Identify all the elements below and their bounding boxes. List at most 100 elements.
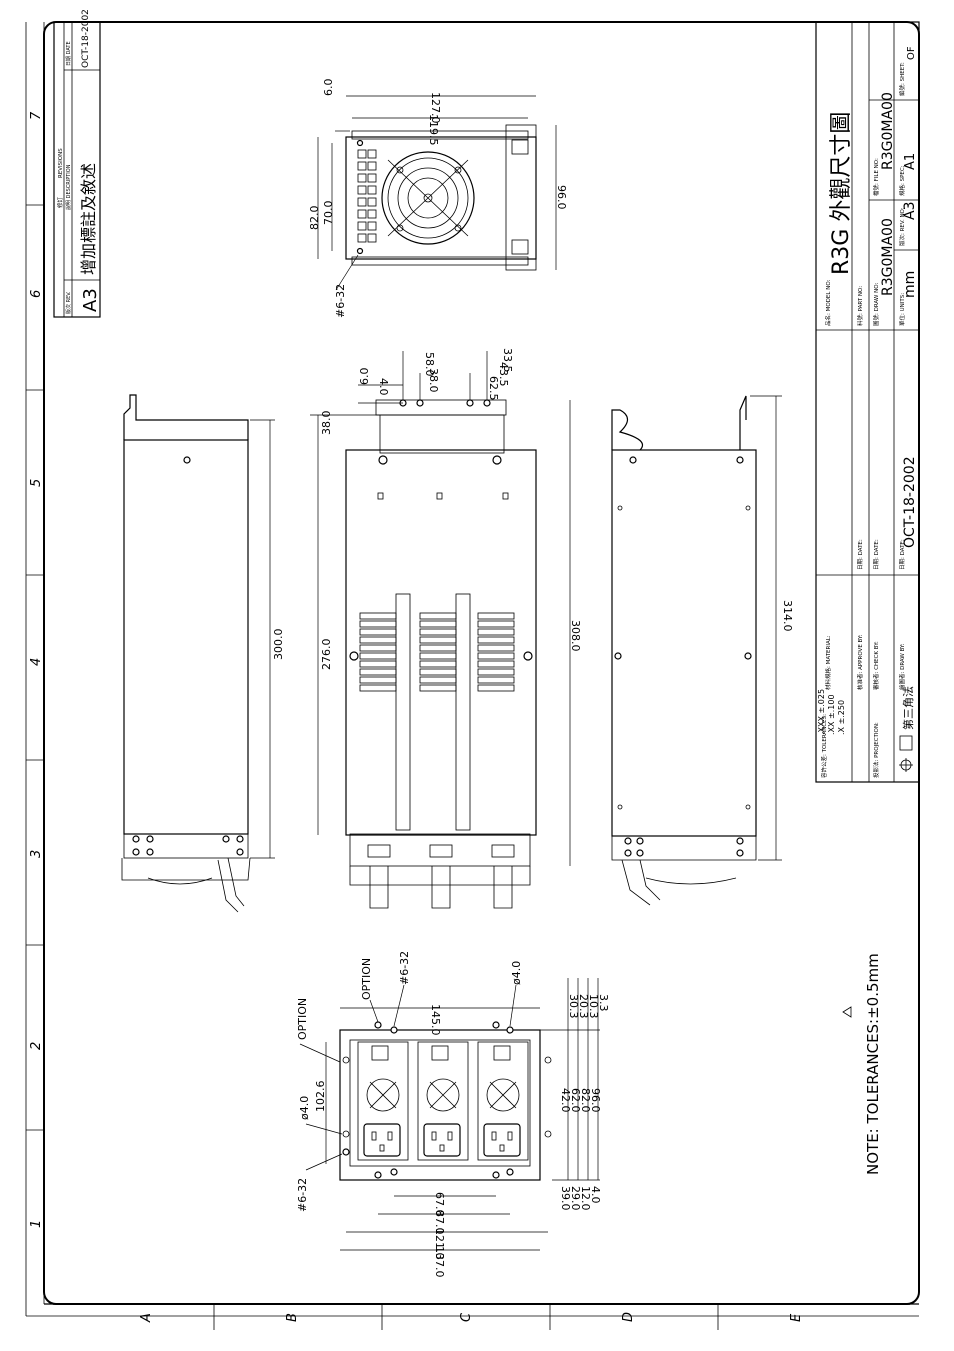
sheet-frame bbox=[43, 21, 920, 1305]
title-spec-value: A1 bbox=[903, 153, 918, 170]
front-connector-view: OPTION OPTION #6-32 ø4.0 ø4.0 #6-32 145.… bbox=[296, 951, 610, 1278]
top-dim-62-5: 62.5 bbox=[487, 376, 500, 401]
front-option-2: OPTION bbox=[360, 958, 373, 1000]
top-dim-4: 4.0 bbox=[377, 378, 390, 396]
side-right-dim-314: 314.0 bbox=[781, 600, 794, 632]
fan-end-view: 127.0 119.5 6.0 82.0 70.0 96.0 #6-32 bbox=[308, 79, 568, 319]
title-check-label: 審核者: CHECK BY: bbox=[872, 641, 880, 690]
fan-dim-82: 82.0 bbox=[308, 206, 321, 231]
title-file-label: 檔號: FILE NO: bbox=[872, 158, 880, 196]
title-tol-x: .X ±.250 bbox=[837, 700, 846, 735]
title-date1-label: 日期: DATE: bbox=[857, 539, 864, 570]
title-drawby-label: 繪圖者: DRAW BY: bbox=[898, 643, 906, 690]
top-dim-58: 58.0 bbox=[423, 352, 436, 377]
fan-screw-callout: #6-32 bbox=[334, 284, 347, 318]
title-units-label: 單位: UNITS: bbox=[898, 293, 906, 326]
front-dim-30-3: 30.3 bbox=[567, 994, 580, 1019]
zone-number-1: 1 bbox=[29, 1220, 44, 1228]
revisions-rev-label: 版次 REV. bbox=[65, 291, 72, 314]
front-dim-102-6: 102.6 bbox=[314, 1081, 327, 1113]
title-units-value: mm bbox=[902, 271, 918, 298]
front-dim-29: 29.0 bbox=[569, 1186, 582, 1211]
fan-vent-grid bbox=[357, 149, 377, 243]
title-rev-value: A3 bbox=[902, 202, 918, 220]
front-dim-62: 62.0 bbox=[569, 1088, 582, 1113]
top-dim-38a: 38.0 bbox=[427, 368, 440, 393]
revisions-modify-label: 修訂 bbox=[56, 196, 64, 208]
fan-dim-70: 70.0 bbox=[322, 201, 335, 226]
title-tol-xxx: .XXX ±.025 bbox=[817, 689, 826, 735]
zone-letter-b: B bbox=[285, 1313, 300, 1322]
revisions-date: OCT-18-2002 bbox=[81, 9, 91, 68]
top-dim-6: 6.0 bbox=[358, 368, 371, 386]
title-approve-label: 核准者: APPROVE BY: bbox=[856, 634, 864, 690]
front-screw-callout-2: #6-32 bbox=[296, 1178, 309, 1212]
title-material-label: 材料規格: MATERIAL: bbox=[824, 635, 832, 690]
zone-letter-ticks bbox=[213, 1304, 719, 1330]
fan-dim-127: 127.0 bbox=[429, 92, 442, 124]
fan-dim-119-5: 119.5 bbox=[427, 114, 440, 146]
zone-number-2: 2 bbox=[29, 1042, 44, 1050]
vent-slots-1 bbox=[359, 612, 397, 692]
revisions-rev-value: A3 bbox=[80, 288, 101, 312]
front-dim-42: 42.0 bbox=[559, 1088, 572, 1113]
revisions-desc-label: 說明 DESCRIPTION bbox=[65, 164, 72, 210]
tolerance-note: NOTE: TOLERANCES:±0.5mm bbox=[864, 953, 882, 1175]
title-tol-xx: .XX ±.100 bbox=[827, 694, 836, 735]
front-dim-39: 39.0 bbox=[559, 1186, 572, 1211]
revisions-description: 增加標註及敘述 bbox=[79, 163, 98, 275]
fan-dim-6: 6.0 bbox=[322, 79, 335, 97]
front-dim-12: 12.0 bbox=[579, 1186, 592, 1211]
front-hole-callout-2: ø4.0 bbox=[298, 1096, 311, 1120]
title-date-label: 日期: DATE: bbox=[899, 539, 906, 570]
title-spec-label: 規格: SPEC: bbox=[898, 165, 906, 196]
title-block: 品名: MODEL NO: R3G 外觀尺寸圖 料號: PART NO: 圖號:… bbox=[815, 21, 920, 783]
zone-letter-d: D bbox=[621, 1312, 636, 1322]
front-dim-20-3: 20.3 bbox=[577, 994, 590, 1019]
front-dim-145: 145.0 bbox=[429, 1004, 442, 1036]
title-projection-label: 投影法: PROJECTION: bbox=[872, 722, 880, 778]
title-tolerance-label: 容許公差: TOLERANCES: bbox=[820, 714, 828, 778]
top-dim-43-5: 43.5 bbox=[497, 362, 510, 387]
title-part-label: 料號: PART NO: bbox=[856, 286, 864, 326]
front-screw-callout-1: #6-32 bbox=[398, 951, 411, 985]
side-left-dim-300: 300.0 bbox=[272, 629, 285, 661]
title-projection-value: 第三角法 bbox=[901, 686, 915, 730]
zone-number-ticks bbox=[26, 204, 44, 1131]
zone-number-7: 7 bbox=[29, 111, 44, 120]
zone-letter-e: E bbox=[789, 1313, 804, 1322]
front-dim-87: 87.0 bbox=[433, 1210, 446, 1235]
revisions-date-label: 日期 DATE bbox=[66, 41, 72, 66]
front-dim-96: 96.0 bbox=[589, 1088, 602, 1113]
fan-dim-96: 96.0 bbox=[555, 185, 568, 210]
zone-number-6: 6 bbox=[29, 290, 44, 298]
revisions-header: REVISIONS bbox=[58, 148, 64, 178]
side-view-right: 314.0 bbox=[611, 395, 794, 906]
third-angle-projection-icon bbox=[899, 735, 913, 772]
front-dim-67: 67.0 bbox=[433, 1192, 446, 1217]
zone-number-3: 3 bbox=[29, 850, 44, 858]
top-dim-33-5: 33.5 bbox=[501, 348, 514, 373]
title-model-label: 品名: MODEL NO: bbox=[824, 279, 832, 326]
front-dim-137: 137.0 bbox=[433, 1246, 446, 1278]
zone-letter-c: C bbox=[459, 1312, 474, 1322]
title-sheet-value: OF bbox=[906, 46, 917, 60]
title-rev-label: 版次: REV. NO: bbox=[898, 207, 906, 246]
front-dim-121: 121.0 bbox=[433, 1228, 446, 1260]
front-dim-4: 4.0 bbox=[589, 1186, 602, 1204]
top-dim-308: 308.0 bbox=[569, 620, 582, 652]
front-option-1: OPTION bbox=[296, 998, 309, 1040]
tolerance-triangle-icon bbox=[842, 1006, 852, 1018]
top-dim-38b: 38.0 bbox=[320, 411, 333, 436]
title-sheet-label: 編號: SHEET: bbox=[898, 62, 906, 96]
title-model-value: R3G 外觀尺寸圖 bbox=[829, 112, 854, 275]
vent-slots-2 bbox=[419, 612, 457, 692]
title-file-no: R3G0MA00 bbox=[880, 92, 896, 170]
front-dim-82: 82.0 bbox=[579, 1088, 592, 1113]
front-dim-3-3: 3.3 bbox=[597, 994, 610, 1012]
title-date2-label: 日期: DATE: bbox=[873, 539, 880, 570]
top-dim-276: 276.0 bbox=[320, 639, 333, 671]
title-draw-label: 圖號: DRAW NO: bbox=[872, 283, 880, 326]
front-hole-callout-1: ø4.0 bbox=[510, 961, 523, 985]
